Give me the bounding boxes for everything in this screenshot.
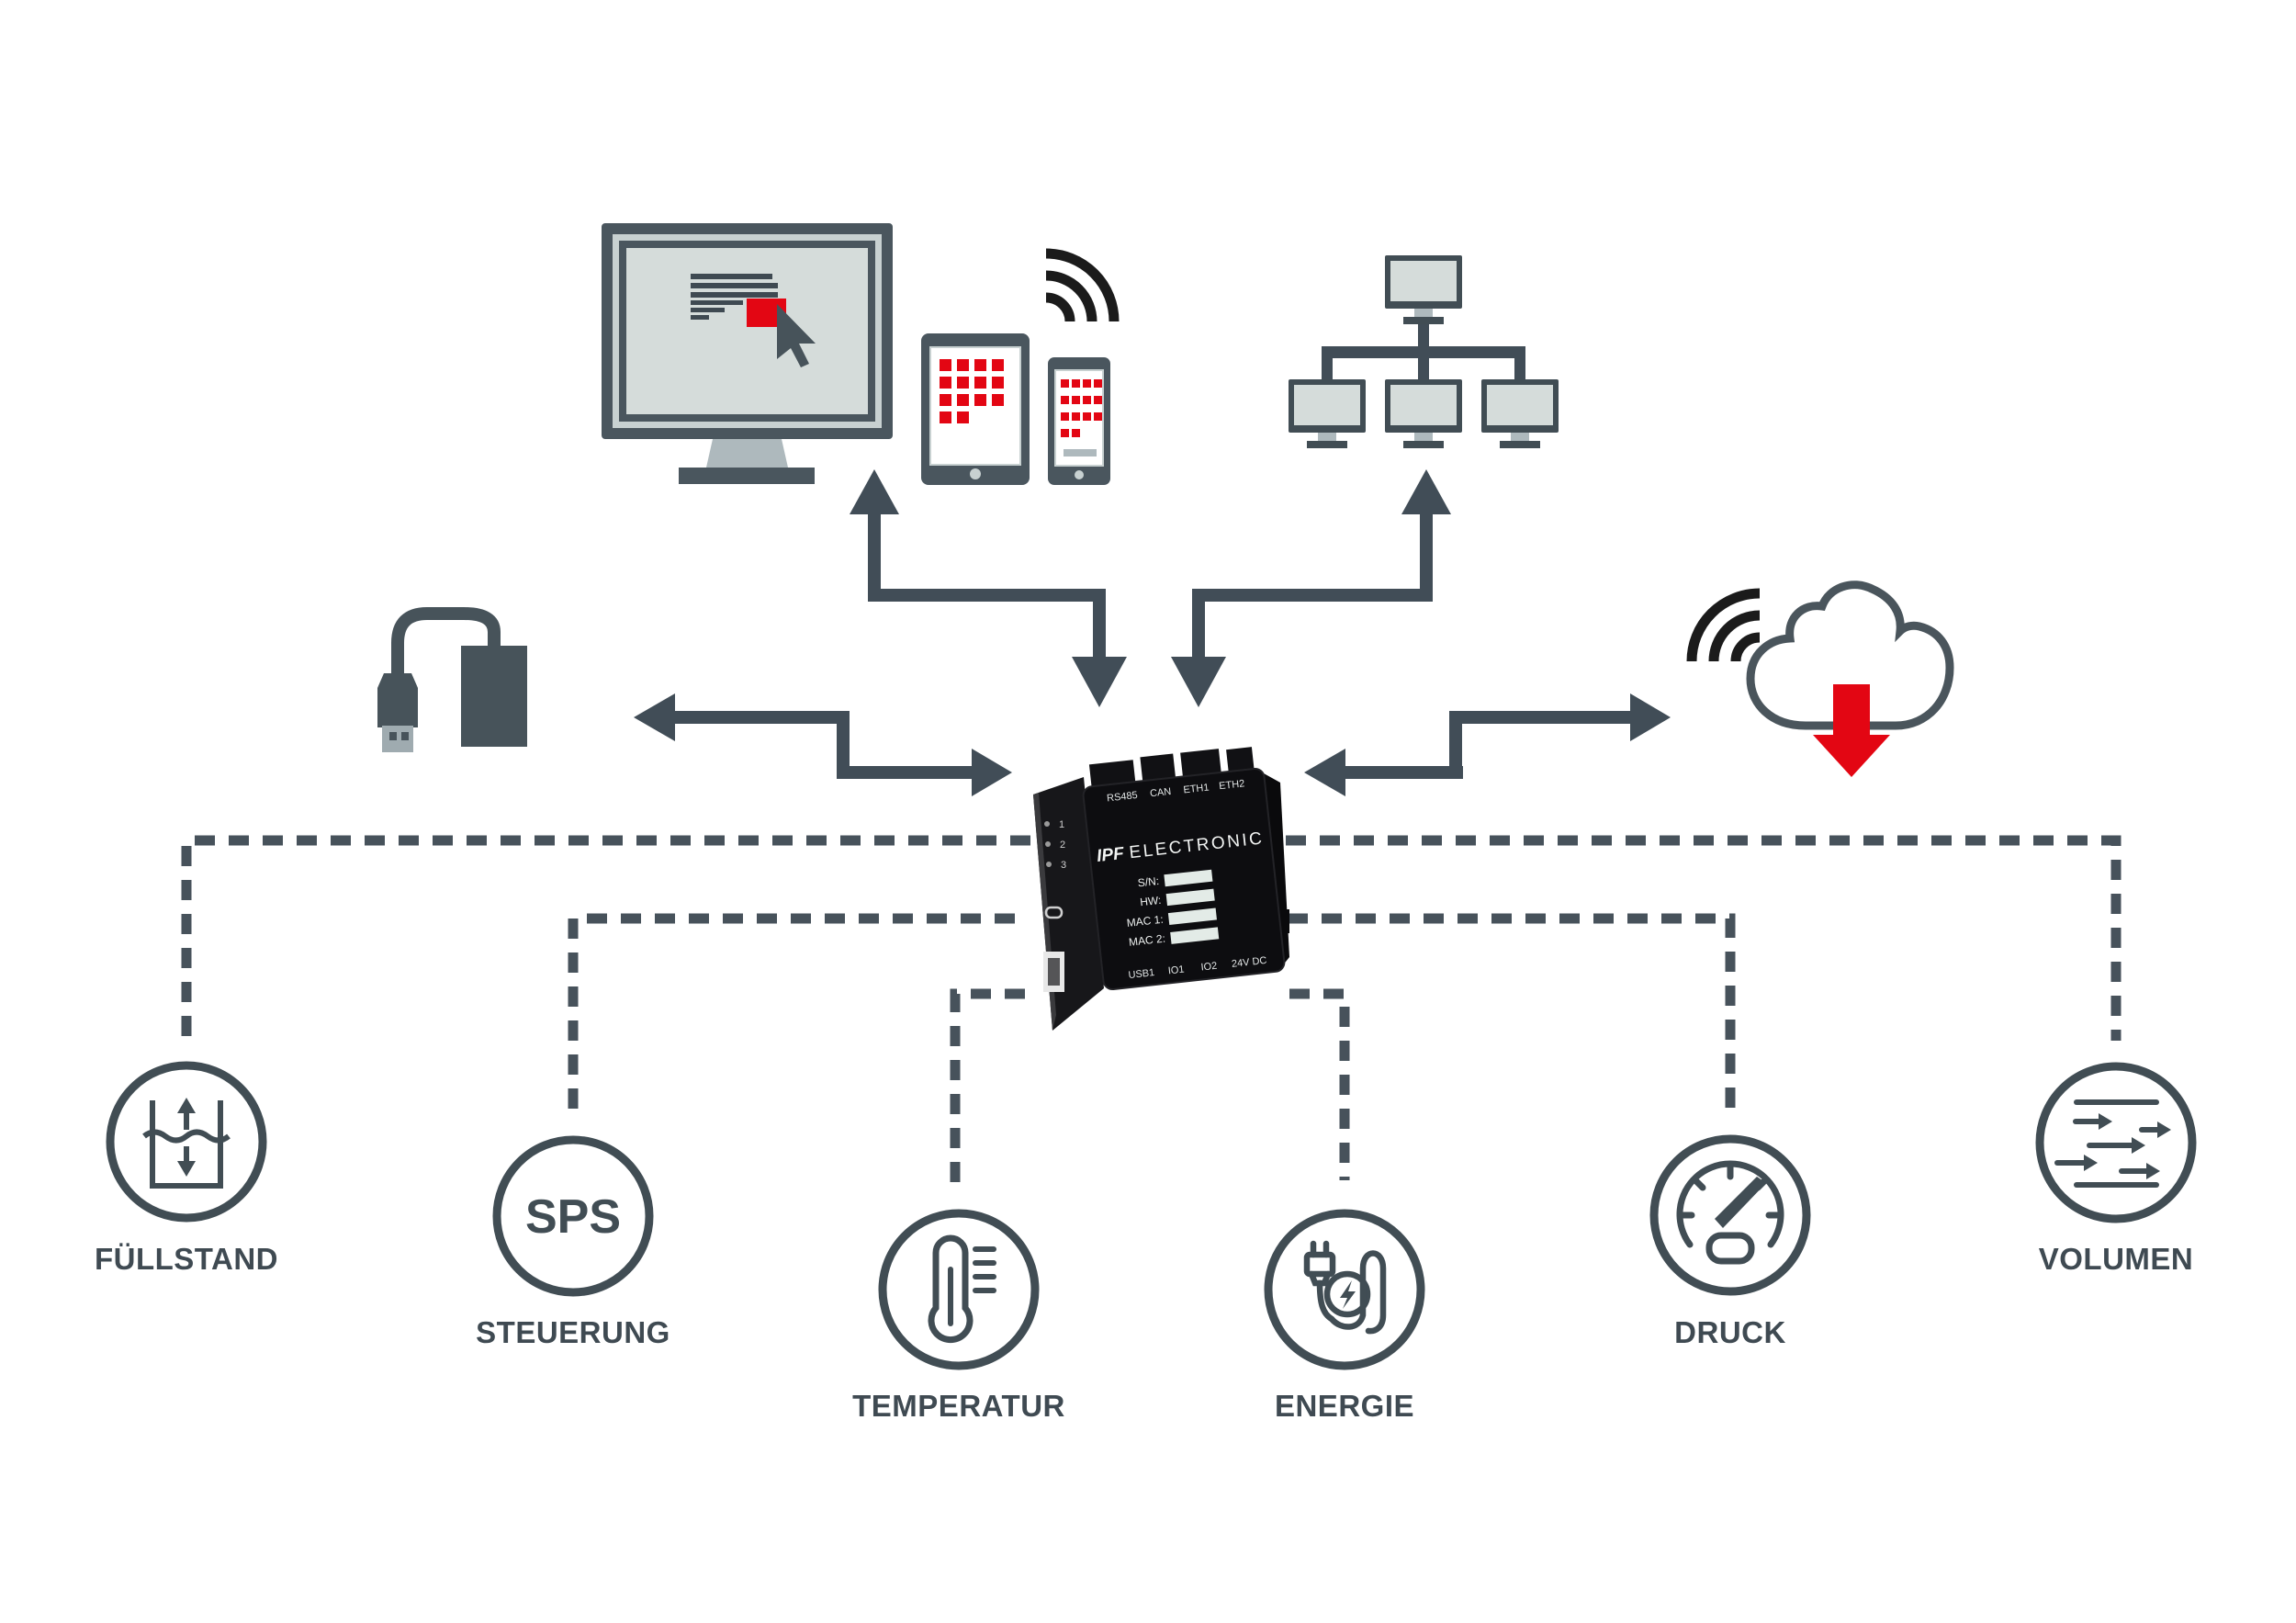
sensor-steuerung: SPS STEUERUNG bbox=[476, 1135, 670, 1349]
device-mac2-label: MAC 2: bbox=[1128, 932, 1165, 949]
sensor-label: VOLUMEN bbox=[2039, 1242, 2194, 1276]
port-label-24vdc: 24V DC bbox=[1231, 955, 1267, 970]
network-monitor bbox=[1385, 255, 1462, 324]
arrow-device-cloud bbox=[1304, 693, 1671, 796]
dashed-line-steuerung bbox=[568, 913, 1029, 1109]
port-label-eth1: ETH1 bbox=[1183, 782, 1210, 795]
screen-text-lines bbox=[691, 274, 778, 320]
device-sn-label: S/N: bbox=[1137, 874, 1160, 889]
fill-level-icon bbox=[142, 1100, 231, 1189]
tablet-icon bbox=[921, 333, 1030, 485]
device-mac1-label: MAC 1: bbox=[1126, 913, 1164, 930]
energy-plug-icon bbox=[1303, 1240, 1387, 1335]
wifi-signal-icon bbox=[1045, 248, 1120, 322]
port-label-usb1: USB1 bbox=[1128, 967, 1155, 981]
micro-usb-port bbox=[1044, 906, 1064, 919]
network-tree-icon bbox=[1289, 255, 1559, 448]
led-label-3: 3 bbox=[1061, 860, 1066, 871]
sensor-label: DRUCK bbox=[1674, 1315, 1786, 1349]
arrow-device-to-clients bbox=[850, 469, 1127, 707]
sensor-temperatur: TEMPERATUR bbox=[852, 1209, 1065, 1423]
device-info-bars bbox=[1164, 869, 1220, 944]
arrow-device-usb bbox=[634, 693, 1012, 796]
sensor-label: TEMPERATUR bbox=[852, 1389, 1065, 1423]
wifi-signal-icon bbox=[1686, 588, 1761, 662]
port-label-eth2: ETH2 bbox=[1219, 778, 1245, 792]
led-label-2: 2 bbox=[1060, 840, 1065, 851]
sensor-label: ENERGIE bbox=[1275, 1389, 1414, 1423]
arrow-device-to-network bbox=[1171, 469, 1451, 707]
thermometer-icon bbox=[928, 1234, 996, 1344]
port-label-io2: IO2 bbox=[1200, 961, 1218, 974]
sensor-druck: DRUCK bbox=[1649, 1134, 1811, 1349]
sensor-volumen: VOLUMEN bbox=[2035, 1062, 2197, 1276]
sensor-label: STEUERUNG bbox=[476, 1315, 670, 1349]
dashed-line-temperatur bbox=[950, 988, 1026, 1182]
port-label-io1: IO1 bbox=[1167, 964, 1185, 977]
tablet-app-grid bbox=[940, 359, 1004, 423]
network-monitor bbox=[1385, 379, 1462, 448]
network-monitor bbox=[1481, 379, 1559, 448]
desktop-monitor-icon bbox=[602, 223, 893, 484]
network-monitor bbox=[1289, 379, 1366, 448]
dashed-line-energie bbox=[1289, 988, 1350, 1180]
sensor-label: FÜLLSTAND bbox=[95, 1242, 278, 1276]
dashed-line-druck bbox=[1288, 913, 1736, 1109]
sensor-fuellstand: FÜLLSTAND bbox=[95, 1061, 278, 1276]
usb-storage-icon bbox=[377, 607, 527, 752]
sensor-energie: ENERGIE bbox=[1264, 1209, 1425, 1423]
port-label-rs485: RS485 bbox=[1107, 790, 1139, 805]
phone-app-grid bbox=[1061, 379, 1102, 437]
led-label-1: 1 bbox=[1059, 819, 1064, 830]
usb-a-port bbox=[1043, 952, 1064, 992]
cloud-download-icon bbox=[1746, 580, 1954, 777]
cursor-icon bbox=[777, 304, 816, 367]
port-label-can: CAN bbox=[1150, 786, 1172, 799]
download-arrow-icon bbox=[1813, 684, 1890, 777]
cloud-outline bbox=[1746, 580, 1954, 730]
sps-icon: SPS bbox=[525, 1190, 621, 1244]
device-led-indicators: 1 2 3 bbox=[1044, 819, 1066, 871]
smartphone-icon bbox=[1048, 357, 1110, 485]
dashed-line-volumen bbox=[1286, 835, 2122, 1041]
device-hw-label: HW: bbox=[1140, 894, 1162, 908]
dashed-line-fuellstand bbox=[181, 835, 1030, 1036]
flow-arrows-icon bbox=[2054, 1099, 2161, 1188]
